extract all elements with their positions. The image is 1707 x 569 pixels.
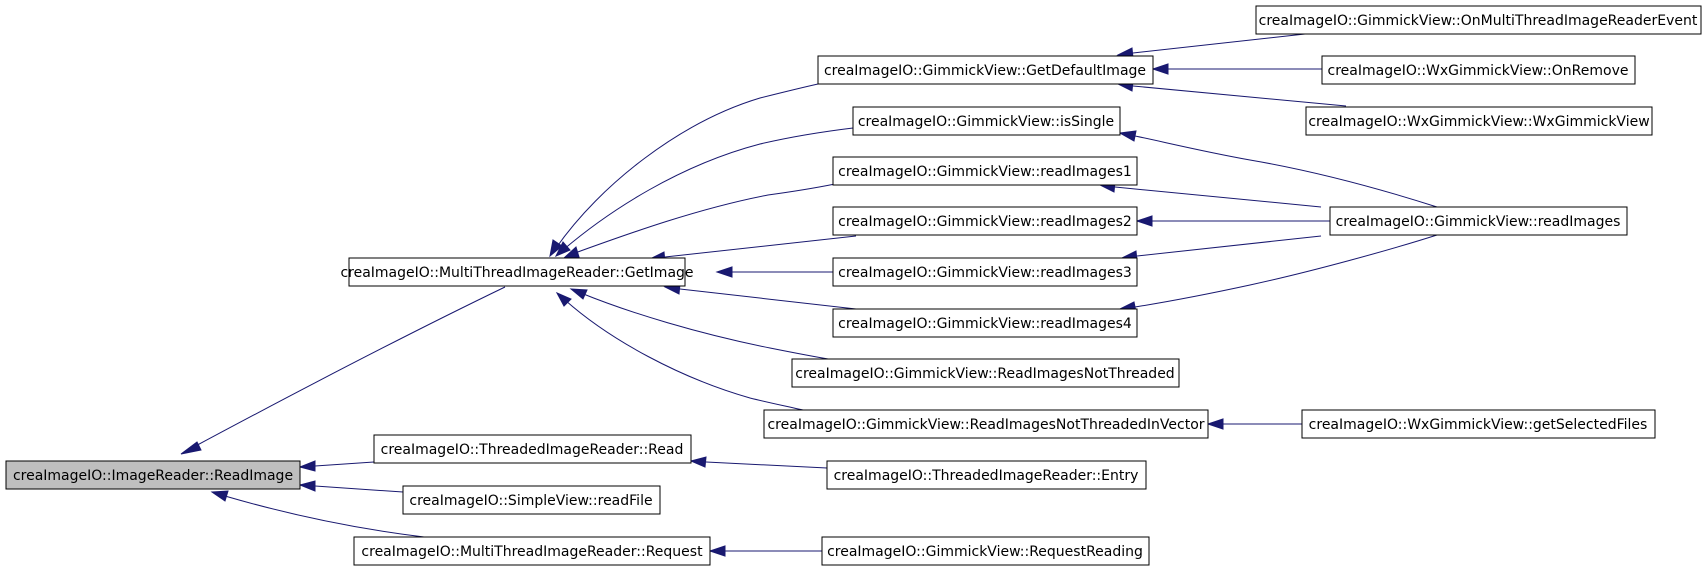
node-rint[interactable]: creaImageIO::GimmickView::ReadImagesNotT… (791, 358, 1180, 388)
node-getimage[interactable]: creaImageIO::MultiThreadImageReader::Get… (340, 257, 694, 287)
node-mtir-request[interactable]: creaImageIO::MultiThreadImageReader::Req… (353, 536, 711, 566)
edge-request-readimage (210, 490, 425, 538)
edge-readimages4-getimage (663, 283, 857, 310)
node-readimages4[interactable]: creaImageIO::GimmickView::readImages4 (832, 308, 1138, 338)
node-label: creaImageIO::GimmickView::readImages2 (838, 214, 1132, 230)
edge-readfile-readimage (298, 480, 404, 493)
node-label: creaImageIO::GimmickView::ReadImagesNotT… (795, 366, 1174, 382)
node-readimages[interactable]: creaImageIO::GimmickView::readImages (1329, 206, 1628, 236)
node-label: creaImageIO::GimmickView::readImages4 (838, 316, 1132, 332)
node-label: creaImageIO::ImageReader::ReadImage (13, 468, 293, 484)
edge-onmulti-getdefaultimage (1116, 33, 1306, 59)
node-requestreading[interactable]: creaImageIO::GimmickView::RequestReading (821, 536, 1150, 566)
edge-readimages-readimages4 (1118, 234, 1438, 313)
node-readimages3[interactable]: creaImageIO::GimmickView::readImages3 (832, 257, 1138, 287)
node-onmultithread[interactable]: creaImageIO::GimmickView::OnMultiThreadI… (1255, 5, 1702, 35)
edge-readimages-readimages3 (1120, 235, 1322, 262)
edge-tirread-readimage (298, 460, 375, 472)
node-sv-readfile[interactable]: creaImageIO::SimpleView::readFile (402, 485, 661, 515)
edge-readimages-issingle (1118, 130, 1438, 208)
edge-readimages-readimages1 (1098, 181, 1322, 208)
node-onremove[interactable]: creaImageIO::WxGimmickView::OnRemove (1321, 55, 1636, 85)
node-label: creaImageIO::GimmickView::GetDefaultImag… (824, 63, 1146, 79)
node-label: creaImageIO::ThreadedImageReader::Read (381, 442, 684, 458)
edge-readimages1-getimage (562, 183, 836, 259)
node-label: creaImageIO::GimmickView::RequestReading (827, 544, 1143, 560)
node-readimage[interactable]: creaImageIO::ImageReader::ReadImage (5, 460, 301, 490)
node-issingle[interactable]: creaImageIO::GimmickView::isSingle (852, 106, 1121, 136)
node-tir-entry[interactable]: creaImageIO::ThreadedImageReader::Entry (826, 460, 1147, 490)
edge-rintv-getimage (555, 291, 808, 412)
node-label: creaImageIO::GimmickView::readImages1 (838, 164, 1132, 180)
nodes: creaImageIO::ImageReader::ReadImage crea… (5, 5, 1702, 566)
node-label: creaImageIO::GimmickView::OnMultiThreadI… (1259, 13, 1698, 29)
node-label: creaImageIO::WxGimmickView::WxGimmickVie… (1308, 114, 1649, 130)
node-label: creaImageIO::WxGimmickView::OnRemove (1328, 63, 1629, 79)
node-readimages1[interactable]: creaImageIO::GimmickView::readImages1 (832, 156, 1138, 186)
node-label: creaImageIO::MultiThreadImageReader::Req… (361, 544, 703, 560)
node-label: creaImageIO::GimmickView::readImages3 (838, 265, 1132, 281)
edge-readimages-readimages2 (1135, 215, 1330, 227)
node-rintv[interactable]: creaImageIO::GimmickView::ReadImagesNotT… (763, 409, 1209, 439)
edge-getimage-readimage (180, 286, 506, 455)
edges (180, 33, 1438, 557)
node-label: creaImageIO::GimmickView::isSingle (858, 114, 1114, 130)
node-getdefaultimage[interactable]: creaImageIO::GimmickView::GetDefaultImag… (817, 55, 1154, 85)
node-wxgimmickview[interactable]: creaImageIO::WxGimmickView::WxGimmickVie… (1305, 106, 1653, 136)
edge-requestreading-request (708, 545, 822, 557)
node-label: creaImageIO::GimmickView::readImages (1336, 214, 1621, 230)
edge-wxgimmickview-getdefaultimage (1116, 80, 1347, 107)
node-readimages2[interactable]: creaImageIO::GimmickView::readImages2 (832, 206, 1138, 236)
edge-getdefaultimage-getimage (549, 83, 819, 258)
edge-readimages3-getimage (715, 266, 833, 278)
edge-rint-getimage (569, 288, 835, 361)
node-label: creaImageIO::ThreadedImageReader::Entry (834, 468, 1139, 484)
node-tir-read[interactable]: creaImageIO::ThreadedImageReader::Read (373, 434, 692, 464)
edge-entry-read (689, 456, 828, 469)
node-label: creaImageIO::GimmickView::ReadImagesNotT… (767, 417, 1204, 433)
node-label: creaImageIO::SimpleView::readFile (409, 493, 652, 509)
node-label: creaImageIO::MultiThreadImageReader::Get… (340, 265, 693, 281)
node-getselectedfiles[interactable]: creaImageIO::WxGimmickView::getSelectedF… (1301, 409, 1656, 439)
edge-onremove-getdefaultimage (1151, 63, 1322, 75)
edge-getselectedfiles-rintv (1206, 418, 1302, 430)
node-label: creaImageIO::WxGimmickView::getSelectedF… (1309, 417, 1648, 433)
edge-issingle-getimage (554, 127, 854, 257)
